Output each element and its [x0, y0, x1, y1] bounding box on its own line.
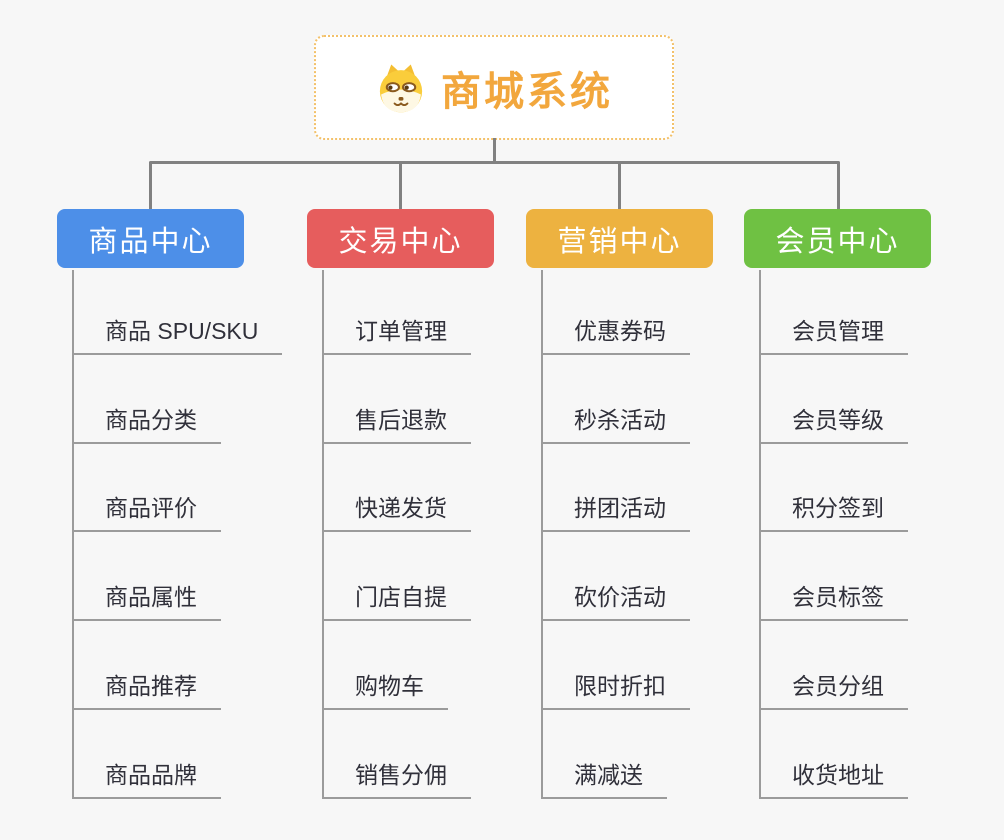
branch-trunk-line [72, 270, 74, 799]
leaf-node[interactable]: 快递发货 [322, 444, 471, 533]
connector-drop-line [149, 162, 152, 210]
connector-horizontal-line [149, 161, 840, 164]
leaf-node[interactable]: 会员标签 [759, 532, 908, 622]
branch-node-member-center[interactable]: 会员中心 [744, 209, 931, 268]
branch-trunk-line [541, 270, 543, 799]
leaf-node[interactable]: 砍价活动 [541, 532, 690, 622]
branch-items-trade: 订单管理 售后退款 快递发货 门店自提 购物车 销售分佣 [322, 266, 471, 799]
leaf-node[interactable]: 会员分组 [759, 621, 908, 710]
leaf-node[interactable]: 商品评价 [72, 444, 282, 533]
leaf-node[interactable]: 会员管理 [759, 266, 908, 355]
leaf-node[interactable]: 销售分佣 [322, 710, 471, 799]
branch-node-marketing-center[interactable]: 营销中心 [526, 209, 713, 268]
leaf-node[interactable]: 满减送 [541, 710, 690, 799]
leaf-node[interactable]: 积分签到 [759, 444, 908, 533]
branch-node-product-center[interactable]: 商品中心 [57, 209, 244, 268]
connector-drop-line [618, 162, 621, 210]
connector-root-stem [493, 138, 496, 163]
branch-items-product: 商品 SPU/SKU 商品分类 商品评价 商品属性 商品推荐 商品品牌 [72, 266, 283, 799]
leaf-node[interactable]: 会员等级 [759, 355, 908, 444]
leaf-node[interactable]: 限时折扣 [541, 621, 690, 710]
leaf-node[interactable]: 收货地址 [759, 710, 908, 799]
leaf-node[interactable]: 商品分类 [72, 355, 282, 444]
root-node-mall-system[interactable]: 商城系统 [314, 35, 674, 140]
connector-drop-line [399, 162, 402, 210]
leaf-node[interactable]: 优惠券码 [541, 266, 690, 355]
leaf-node[interactable]: 拼团活动 [541, 444, 690, 533]
branch-items-member: 会员管理 会员等级 积分签到 会员标签 会员分组 收货地址 [759, 266, 908, 799]
branch-node-trade-center[interactable]: 交易中心 [307, 209, 494, 268]
leaf-node[interactable]: 商品 SPU/SKU [72, 266, 283, 355]
leaf-node[interactable]: 购物车 [322, 621, 471, 710]
leaf-node[interactable]: 订单管理 [322, 266, 471, 355]
branch-trunk-line [322, 270, 324, 799]
leaf-node[interactable]: 门店自提 [322, 532, 471, 622]
connector-drop-line [837, 162, 840, 210]
dog-face-icon [379, 63, 423, 112]
root-node-title: 商城系统 [441, 69, 613, 114]
leaf-node[interactable]: 商品推荐 [72, 621, 282, 710]
leaf-node[interactable]: 商品品牌 [72, 710, 282, 799]
branch-items-marketing: 优惠券码 秒杀活动 拼团活动 砍价活动 限时折扣 满减送 [541, 266, 690, 799]
leaf-node[interactable]: 商品属性 [72, 532, 282, 622]
branch-trunk-line [759, 270, 761, 799]
leaf-node[interactable]: 秒杀活动 [541, 355, 690, 444]
leaf-node[interactable]: 售后退款 [322, 355, 471, 444]
